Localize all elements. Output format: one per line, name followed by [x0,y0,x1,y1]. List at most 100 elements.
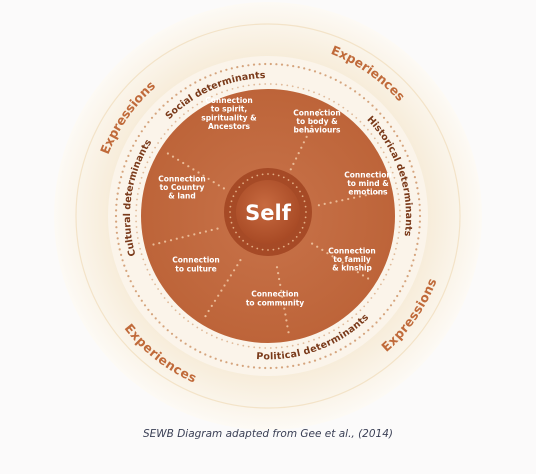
ring-dot [301,226,304,229]
ring-dot [337,326,340,329]
spoke-dot [177,158,180,161]
spoke-dot [285,319,288,322]
ring-dot [148,273,151,276]
ring-dot [418,214,422,218]
spoke-dot [341,199,344,202]
ring-dot [166,100,169,103]
ring-dot [313,91,315,94]
ring-dot [333,100,335,103]
spoke-dot [171,155,175,158]
ring-dot [406,154,409,157]
spoke-dot [316,114,319,117]
ring-dot [170,97,174,100]
connection-label-line: to mind & [347,179,389,188]
connection-label-line: to culture [175,264,216,273]
ring-dot [328,98,331,100]
ring-dot [307,89,310,92]
ring-dot [417,237,420,240]
ring-dot [280,63,284,66]
ring-dot [277,247,280,250]
ring-dot [138,242,140,245]
ring-dot [386,121,389,124]
ring-dot [148,156,151,159]
ring-dot [137,134,140,138]
spoke-dot [164,240,167,243]
ring-dot [386,308,389,311]
spoke-dot [197,171,200,174]
ring-dot [183,113,185,116]
ring-dot [337,103,340,106]
ring-dot [371,104,374,107]
ring-dot [418,198,421,201]
ring-dot [163,133,166,135]
ring-dot [334,78,337,81]
ring-dot [115,220,118,223]
ring-dot [397,193,400,195]
ring-dot [127,154,130,157]
spoke-dot [204,230,207,233]
ring-dot [135,209,138,212]
connection-label-line: Connection [328,246,376,255]
ring-dot [380,146,382,149]
ring-dot [370,133,373,135]
spoke-dot [223,284,226,287]
ring-dot [387,268,390,271]
ring-dot [189,84,192,87]
ring-dot [302,342,305,344]
ring-dot [295,236,298,238]
ring-dot [175,93,178,96]
spoke-dot [222,187,225,190]
ring-dot [230,221,233,224]
ring-dot [387,161,390,164]
ring-dot [418,209,421,212]
ring-dot [418,220,421,223]
ring-dot [154,317,157,320]
ring-dot [282,245,285,248]
ring-dot [246,179,249,181]
spoke-dot [295,157,298,160]
ring-dot [114,214,118,218]
ring-dot [313,70,317,73]
ring-dot [230,362,233,365]
ring-dot [354,339,357,342]
spoke-dot [351,267,354,271]
ring-dot [339,348,342,351]
ring-dot [238,236,241,238]
dotted-ring-outer [114,62,422,370]
ring-dot [127,275,130,278]
ring-dot [199,78,202,81]
connection-label-line: Ancestors [208,122,251,131]
spoke-dot [317,204,320,207]
spoke-dot [192,168,195,171]
ring-dot [219,70,223,73]
spoke-dot [316,245,319,248]
ring-dot [191,323,194,326]
ring-dot [318,93,321,96]
ring-dot [418,203,421,206]
ring-dot [150,313,154,316]
ring-dot [120,176,123,179]
ring-dot [241,65,244,68]
ring-dot [123,165,126,168]
ring-dot [215,336,218,339]
ring-dot [256,174,259,177]
ring-dot [389,304,393,307]
ring-dot [123,264,126,267]
ring-dot [235,190,237,193]
ring-dot [151,278,154,281]
ring-dot [146,161,149,164]
spoke-dot [217,184,220,187]
ring-dot [205,98,208,100]
ring-dot [183,316,185,319]
ring-dot [367,301,369,304]
ring-dot [389,263,392,266]
ring-dot [204,353,207,356]
ring-dot [362,97,366,100]
ring-dot [342,106,345,109]
ring-dot [210,95,213,98]
spoke-dot [181,236,184,239]
